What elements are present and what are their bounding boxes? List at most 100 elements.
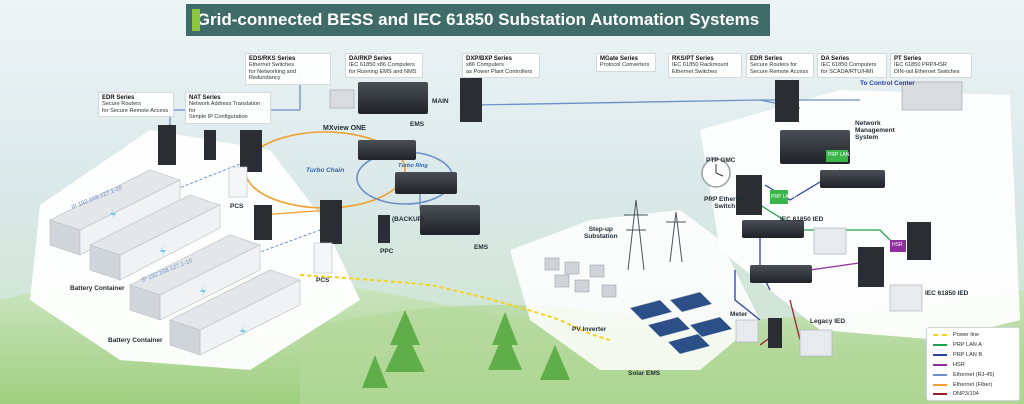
label-battery-bottom: Battery Container bbox=[108, 337, 163, 344]
din-devices bbox=[158, 78, 931, 348]
callout-mgate: MGate Series Protocol Converters bbox=[596, 53, 656, 72]
callout-desc: as Power Plant Controllers bbox=[466, 68, 533, 75]
label-step-up-2: Substation bbox=[584, 233, 618, 240]
callout-desc: for Networking and Redundancy bbox=[249, 68, 296, 82]
label-turbo-chain-2: Chain bbox=[326, 167, 345, 174]
callout-desc: Ethernet Switches bbox=[672, 68, 718, 75]
legend-label: PRP LAN B bbox=[953, 352, 983, 358]
label-prp-switch-2: Switch bbox=[714, 203, 736, 210]
label-ppc: PPC bbox=[380, 248, 394, 255]
callout-desc: for Running EMS and NMS bbox=[349, 68, 417, 75]
label-pcs-right: PCS bbox=[316, 277, 330, 284]
label-turbo-ring-1: Turbo bbox=[398, 163, 414, 169]
legend-label: Power line bbox=[953, 332, 980, 338]
legend-swatch bbox=[933, 374, 947, 376]
callout-desc: x86 Computers bbox=[466, 62, 504, 69]
callout-desc: Secure Remote Access bbox=[750, 68, 809, 75]
callout-series: RKS/PT Series bbox=[672, 56, 714, 62]
legend-item: Ethernet (RJ-45) bbox=[933, 372, 994, 378]
callout-desc: IEC 61850 Computers bbox=[821, 62, 877, 69]
legend-item: Power line bbox=[933, 332, 979, 338]
callout-desc: Simple IP Configuration bbox=[189, 114, 248, 121]
callout-desc: Secure Routers bbox=[102, 101, 141, 108]
label-nms-3: System bbox=[855, 134, 879, 141]
callout-edr-left: EDR Series Secure Routers for Secure Rem… bbox=[98, 92, 174, 118]
pcs-cabinets bbox=[228, 166, 333, 274]
legend-swatch bbox=[933, 344, 947, 346]
label-nms-1: Network bbox=[855, 120, 881, 127]
legend-swatch bbox=[933, 384, 947, 386]
label-mxview: MXview ONE bbox=[323, 125, 366, 132]
label-meter: Meter bbox=[730, 311, 748, 318]
callout-desc: Secure Routers for bbox=[750, 62, 797, 69]
label-step-up-1: Step-up bbox=[588, 226, 613, 233]
callout-desc: IEC 61850 PRP/HSR bbox=[894, 62, 947, 69]
callout-desc: Protocol Converters bbox=[600, 62, 650, 69]
label-legacy-ied: Legacy IED bbox=[810, 318, 846, 325]
label-turbo-chain: Turbo Chain bbox=[306, 167, 344, 174]
label-iec-ied-bottom: IEC 61850 IED bbox=[925, 290, 969, 297]
legend-swatch bbox=[933, 354, 947, 356]
legend-label: HSR bbox=[953, 362, 965, 368]
legend-item: DNP3/104 bbox=[933, 391, 979, 397]
legend-item: HSR bbox=[933, 362, 965, 368]
callout-desc: for Secure Remote Access bbox=[102, 107, 169, 114]
label-step-up: Step-up Substation bbox=[584, 226, 618, 240]
label-battery-top: Battery Container bbox=[70, 285, 125, 292]
power-towers bbox=[624, 199, 686, 271]
label-prp-switch-1: PRP Ethernet bbox=[704, 196, 746, 203]
callout-da: DA Series IEC 61850 Computers for SCADA/… bbox=[817, 53, 887, 79]
callout-desc: IEC 61850 x86 Computers bbox=[349, 62, 415, 69]
callout-desc: IEC 61850 Rackmount bbox=[672, 62, 729, 69]
label-pv-inverter: PV Inverter bbox=[572, 326, 607, 333]
legend: Power line PRP LAN A PRP LAN B HSR Ether… bbox=[926, 327, 1020, 401]
label-turbo-chain-1: Turbo bbox=[306, 167, 325, 174]
legend-item: PRP LAN A bbox=[933, 342, 982, 348]
legend-label: DNP3/104 bbox=[953, 391, 979, 397]
page-title: Grid-connected BESS and IEC 61850 Substa… bbox=[186, 4, 770, 36]
label-lan-b: PRP LAN B bbox=[771, 194, 798, 200]
label-turbo-ring-2: Ring bbox=[415, 163, 428, 169]
callout-desc: for SCADA/RTU/HMI bbox=[821, 68, 874, 75]
label-solar-ems: Solar EMS bbox=[628, 370, 661, 377]
legend-item: PRP LAN B bbox=[933, 352, 982, 358]
battery-containers bbox=[49, 169, 301, 356]
label-hsr: HSR bbox=[892, 242, 903, 248]
callout-dxp-bxp: DXP/BXP Series x86 Computers as Power Pl… bbox=[462, 53, 540, 79]
callout-pt: PT Series IEC 61850 PRP/HSR DIN-rail Eth… bbox=[890, 53, 972, 79]
label-ems-bottom: EMS bbox=[474, 244, 489, 251]
callout-edr-right: EDR Series Secure Routers for Secure Rem… bbox=[746, 53, 814, 79]
callout-series: DA/RKP Series bbox=[349, 56, 392, 62]
callout-desc: Network Address Translation for bbox=[189, 101, 261, 114]
callout-rks-pt: RKS/PT Series IEC 61850 Rackmount Ethern… bbox=[668, 53, 742, 79]
power-line bbox=[299, 274, 611, 341]
legend-label: Ethernet (Fiber) bbox=[953, 382, 993, 388]
label-backup: (BACKUP) bbox=[392, 216, 425, 223]
legend-swatch bbox=[933, 364, 947, 366]
callout-series: DXP/BXP Series bbox=[466, 56, 512, 62]
callout-series: EDS/RKS Series bbox=[249, 56, 296, 62]
callout-desc: Ethernet Switches bbox=[249, 62, 295, 69]
label-iec-ied-top: IEC 61850 IED bbox=[780, 216, 824, 223]
label-prp-switch: PRP Ethernet Switch bbox=[704, 196, 745, 210]
callout-series: NAT Series bbox=[189, 95, 221, 101]
label-lan-a: PRP LAN A bbox=[828, 152, 854, 158]
legend-swatch bbox=[933, 393, 947, 395]
callout-series: PT Series bbox=[894, 56, 922, 62]
solar-panels bbox=[629, 291, 733, 355]
legend-item: Ethernet (Fiber) bbox=[933, 382, 992, 388]
callout-series: EDR Series bbox=[102, 95, 135, 101]
label-turbo-ring: Turbo Ring bbox=[398, 163, 428, 169]
callout-eds-rks: EDS/RKS Series Ethernet Switches for Net… bbox=[245, 53, 331, 85]
legend-label: Ethernet (RJ-45) bbox=[953, 372, 995, 378]
tree-group bbox=[362, 310, 570, 388]
label-nms-2: Management bbox=[855, 127, 895, 134]
label-ptp-gmc: PTP GMC bbox=[706, 157, 736, 164]
callout-da-rkp: DA/RKP Series IEC 61850 x86 Computers fo… bbox=[345, 53, 423, 79]
ied-boxes bbox=[735, 227, 923, 357]
callout-nat: NAT Series Network Address Translation f… bbox=[185, 92, 271, 124]
callout-series: EDR Series bbox=[750, 56, 783, 62]
label-control-center: To Control Center bbox=[860, 80, 915, 87]
callout-series: DA Series bbox=[821, 56, 850, 62]
